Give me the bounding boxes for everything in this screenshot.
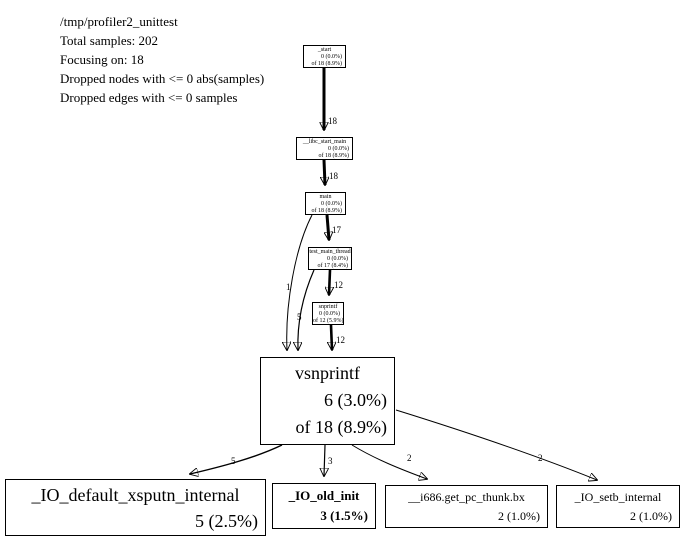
edge-label-snprintf-vsnprintf: 12 [336, 335, 345, 345]
edge-label-main-test: 17 [332, 225, 342, 235]
node-get-pc-thunk: __i686.get_pc_thunk.bx 2 (1.0%) [385, 485, 548, 528]
edge-vsnprintf-to-thunk [351, 444, 427, 479]
node-libc-name: __libc_start_main [302, 139, 347, 145]
node-snprintf: snprintf 0 (0.0%) of 12 (5.9%) [312, 302, 344, 325]
header-line-path: /tmp/profiler2_unittest [60, 14, 178, 29]
node-vsnprintf-name: vsnprintf [295, 363, 360, 383]
node-setb-self: 2 (1.0%) [630, 509, 672, 523]
node-xsputn-self: 5 (2.5%) [195, 511, 258, 531]
node-main: main 0 (0.0%) of 18 (8.9%) [305, 192, 346, 215]
node-libc-self: 0 (0.0%) [328, 146, 349, 152]
node-main-total: of 18 (8.9%) [311, 208, 343, 214]
node-io-setb-internal: _IO_setb_internal 2 (1.0%) [556, 485, 680, 528]
header-line-dropped-nodes: Dropped nodes with <= 0 abs(samples) [60, 71, 265, 86]
edge-label-vsnprintf-setb: 2 [538, 453, 543, 463]
node-snprintf-self: 0 (0.0%) [319, 311, 340, 317]
node-test-main-thread: test_main_thread 0 (0.0%) of 17 (8.4%) [308, 247, 352, 270]
node-setb-name: _IO_setb_internal [574, 490, 662, 504]
node-test-self: 0 (0.0%) [327, 256, 348, 262]
edge-label-vsnprintf-xsputn: 5 [231, 456, 236, 466]
edge-main-to-test [327, 214, 329, 240]
header-line-total-samples: Total samples: 202 [60, 33, 159, 48]
node-io-default-xsputn-internal: _IO_default_xsputn_internal 5 (2.5%) [5, 479, 266, 536]
edge-label-test-snprintf: 12 [334, 280, 343, 290]
node-vsnprintf-self: 6 (3.0%) [324, 390, 387, 410]
edge-label-vsnprintf-old-init: 3 [328, 456, 333, 466]
edge-label-main-vsnprintf: 1 [286, 282, 291, 292]
edge-vsnprintf-to-setb [395, 409, 597, 480]
edge-label-test-vsnprintf: 5 [297, 312, 302, 322]
profile-header: /tmp/profiler2_unittest Total samples: 2… [60, 12, 264, 107]
node-thunk-name: __i686.get_pc_thunk.bx [408, 490, 525, 504]
node-snprintf-total: of 12 (5.9%) [313, 318, 344, 324]
node-start: _start 0 (0.0%) of 18 (8.9%) [303, 45, 346, 68]
node-start-total: of 18 (8.9%) [311, 61, 343, 67]
node-start-name: _start [317, 47, 332, 53]
node-vsnprintf: vsnprintf 6 (3.0%) of 18 (8.9%) [260, 357, 395, 445]
node-vsnprintf-total: of 18 (8.9%) [295, 417, 387, 437]
node-snprintf-name: snprintf [318, 304, 338, 310]
node-io-old-init: _IO_old_init 3 (1.5%) [272, 483, 376, 529]
node-libc-start-main: __libc_start_main 0 (0.0%) of 18 (8.9%) [296, 137, 353, 160]
edge-snprintf-to-vsnprintf [331, 324, 332, 350]
header-line-dropped-edges: Dropped edges with <= 0 samples [60, 90, 238, 105]
edge-vsnprintf-to-old-init [324, 444, 325, 476]
node-test-total: of 17 (8.4%) [317, 263, 349, 269]
node-xsputn-name: _IO_default_xsputn_internal [31, 485, 240, 505]
node-main-name: main [319, 194, 332, 200]
edge-label-start-libc: 18 [328, 116, 338, 126]
edge-label-vsnprintf-thunk: 2 [407, 453, 412, 463]
node-libc-total: of 18 (8.9%) [318, 153, 350, 159]
edge-vsnprintf-to-xsputn [190, 444, 283, 474]
node-main-self: 0 (0.0%) [321, 201, 342, 207]
node-old-init-name: _IO_old_init [288, 488, 360, 503]
edge-label-libc-main: 18 [329, 171, 339, 181]
edge-test-to-snprintf [329, 269, 330, 295]
node-test-name: test_main_thread [309, 249, 351, 255]
node-start-self: 0 (0.0%) [321, 54, 342, 60]
edge-test-to-vsnprintf [298, 269, 315, 350]
node-thunk-self: 2 (1.0%) [498, 509, 540, 523]
node-old-init-self: 3 (1.5%) [320, 508, 368, 523]
edge-libc-to-main [324, 159, 325, 185]
header-line-focusing-on: Focusing on: 18 [60, 52, 144, 67]
edge-main-to-vsnprintf [287, 214, 313, 350]
